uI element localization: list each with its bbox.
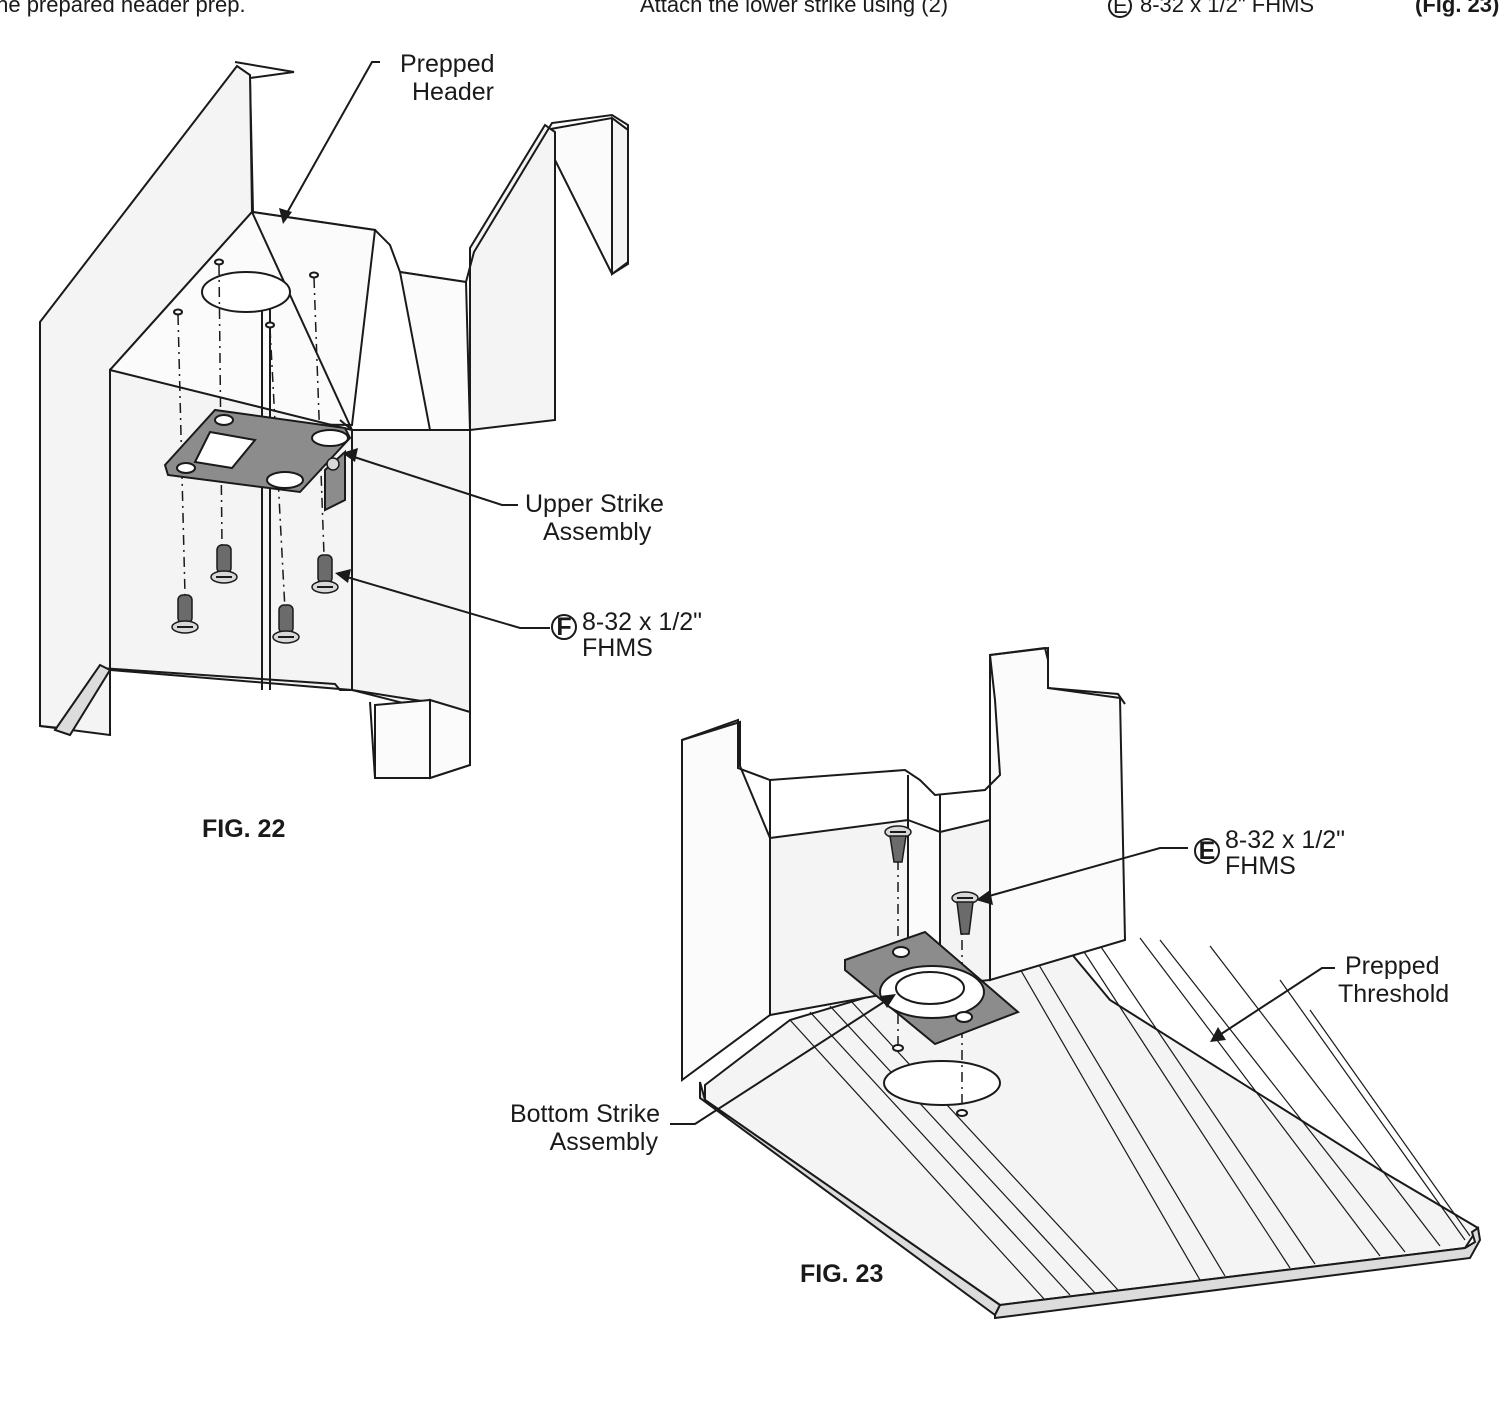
callout-fhms-e-line1: 8-32 x 1/2" <box>1225 826 1345 854</box>
instruction-text-line: the prepared header prep. Attach the low… <box>0 0 1499 18</box>
callout-bottom-strike-line1: Bottom Strike <box>510 1100 660 1128</box>
screw-icon <box>210 544 238 584</box>
fig22-screws <box>171 544 339 644</box>
callout-prepped-threshold-line2: Threshold <box>1338 980 1449 1008</box>
svg-text:8-32 x 1/2" FHMS: 8-32 x 1/2" FHMS <box>1140 0 1314 17</box>
instruction-text-after: 8-32 x 1/2" FHMS <box>1140 0 1314 17</box>
callout-fhms-f-line1: 8-32 x 1/2" <box>582 608 702 636</box>
fig23-screws <box>884 825 979 935</box>
callout-screw-letter-f: F <box>556 613 571 641</box>
instruction-text-mid: Attach the lower strike using (2) <box>640 0 948 17</box>
fig23-threshold-drawing <box>681 646 1482 1320</box>
callout-prepped-header-line1: Prepped <box>400 50 495 78</box>
bottom-strike-assembly-drawing <box>844 930 1020 1046</box>
upper-strike-assembly-drawing <box>163 408 352 512</box>
fig23-callouts: E 8-32 x 1/2" FHMS Prepped Threshold Bot… <box>510 826 1449 1288</box>
threshold-hole <box>883 1060 1001 1106</box>
letter-e-circle-icon <box>1108 0 1132 18</box>
callout-fhms-e-line2: FHMS <box>1225 852 1296 880</box>
callout-upper-strike-line1: Upper Strike <box>525 490 664 518</box>
header-large-hole <box>201 271 291 313</box>
instruction-letter: E <box>1113 0 1128 18</box>
letter-e-circle-icon <box>1194 838 1220 864</box>
svg-text:the prepared header prep.: the prepared header prep. <box>0 0 246 17</box>
callout-bottom-strike-line2: Assembly <box>550 1128 659 1156</box>
letter-f-circle-icon <box>551 614 577 640</box>
fig22-label: FIG. 22 <box>202 815 285 843</box>
fig22-callouts: Prepped Header Upper Strike Assembly F 8… <box>202 50 702 843</box>
callout-prepped-header-line2: Header <box>412 78 494 106</box>
svg-text:Attach the lower strike using: Attach the lower strike using (2) <box>640 0 948 17</box>
screw-icon <box>171 594 199 634</box>
instruction-fig-ref: (Fig. 23) <box>1415 0 1499 17</box>
fig23-label: FIG. 23 <box>800 1260 883 1288</box>
callout-prepped-threshold-line1: Prepped <box>1345 952 1440 980</box>
screw-icon <box>311 554 339 594</box>
fig22-header-drawing <box>39 61 629 780</box>
instruction-text-before: the prepared header prep. <box>0 0 246 17</box>
callout-fhms-f-line2: FHMS <box>582 634 653 662</box>
screw-icon <box>951 891 979 935</box>
callout-upper-strike-line2: Assembly <box>543 518 652 546</box>
screw-icon <box>272 604 300 644</box>
strike-adjuster-icon <box>326 457 340 471</box>
callout-screw-letter-e: E <box>1199 837 1216 865</box>
screw-icon <box>884 825 912 863</box>
